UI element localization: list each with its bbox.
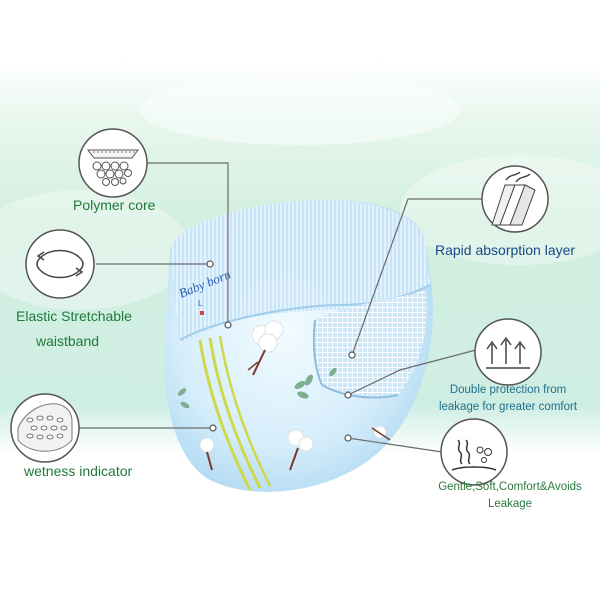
diaper-image: Baby born L	[164, 199, 434, 492]
absorption-layer-icon	[481, 165, 549, 233]
leader-dots	[206, 260, 356, 442]
leader-lines	[78, 162, 483, 453]
double-protection-label-line1: Double protection from	[449, 384, 567, 396]
wetness-indicator-label: wetness indicator	[24, 463, 133, 479]
leaf-sprigs	[177, 367, 337, 409]
cotton-flower-1	[247, 320, 284, 376]
cotton-flower-2	[287, 429, 314, 471]
wetness-dots-icon	[10, 393, 80, 463]
size-mark: L	[198, 299, 203, 308]
gentle-label-line2: Leakage	[487, 498, 533, 510]
elastic-waistband-label-line2: waistband	[36, 333, 100, 349]
elastic-waistband-label-line1: Elastic Stretchable	[16, 308, 132, 324]
polymer-core-label: Polymer core	[73, 197, 156, 213]
rapid-absorption-label: Rapid absorption layer	[435, 242, 576, 258]
cotton-flower-3	[199, 437, 215, 471]
cotton-flower-4	[371, 425, 391, 441]
polymer-core-icon	[78, 128, 148, 198]
gentle-label-line1: Gentle,Soft,Comfort&Avoids	[438, 481, 582, 493]
elastic-band-icon	[25, 229, 95, 299]
double-protection-label-line2: leakage for greater comfort	[438, 401, 578, 413]
double-arrows-icon	[474, 318, 542, 386]
gentle-waves-icon	[440, 418, 508, 486]
